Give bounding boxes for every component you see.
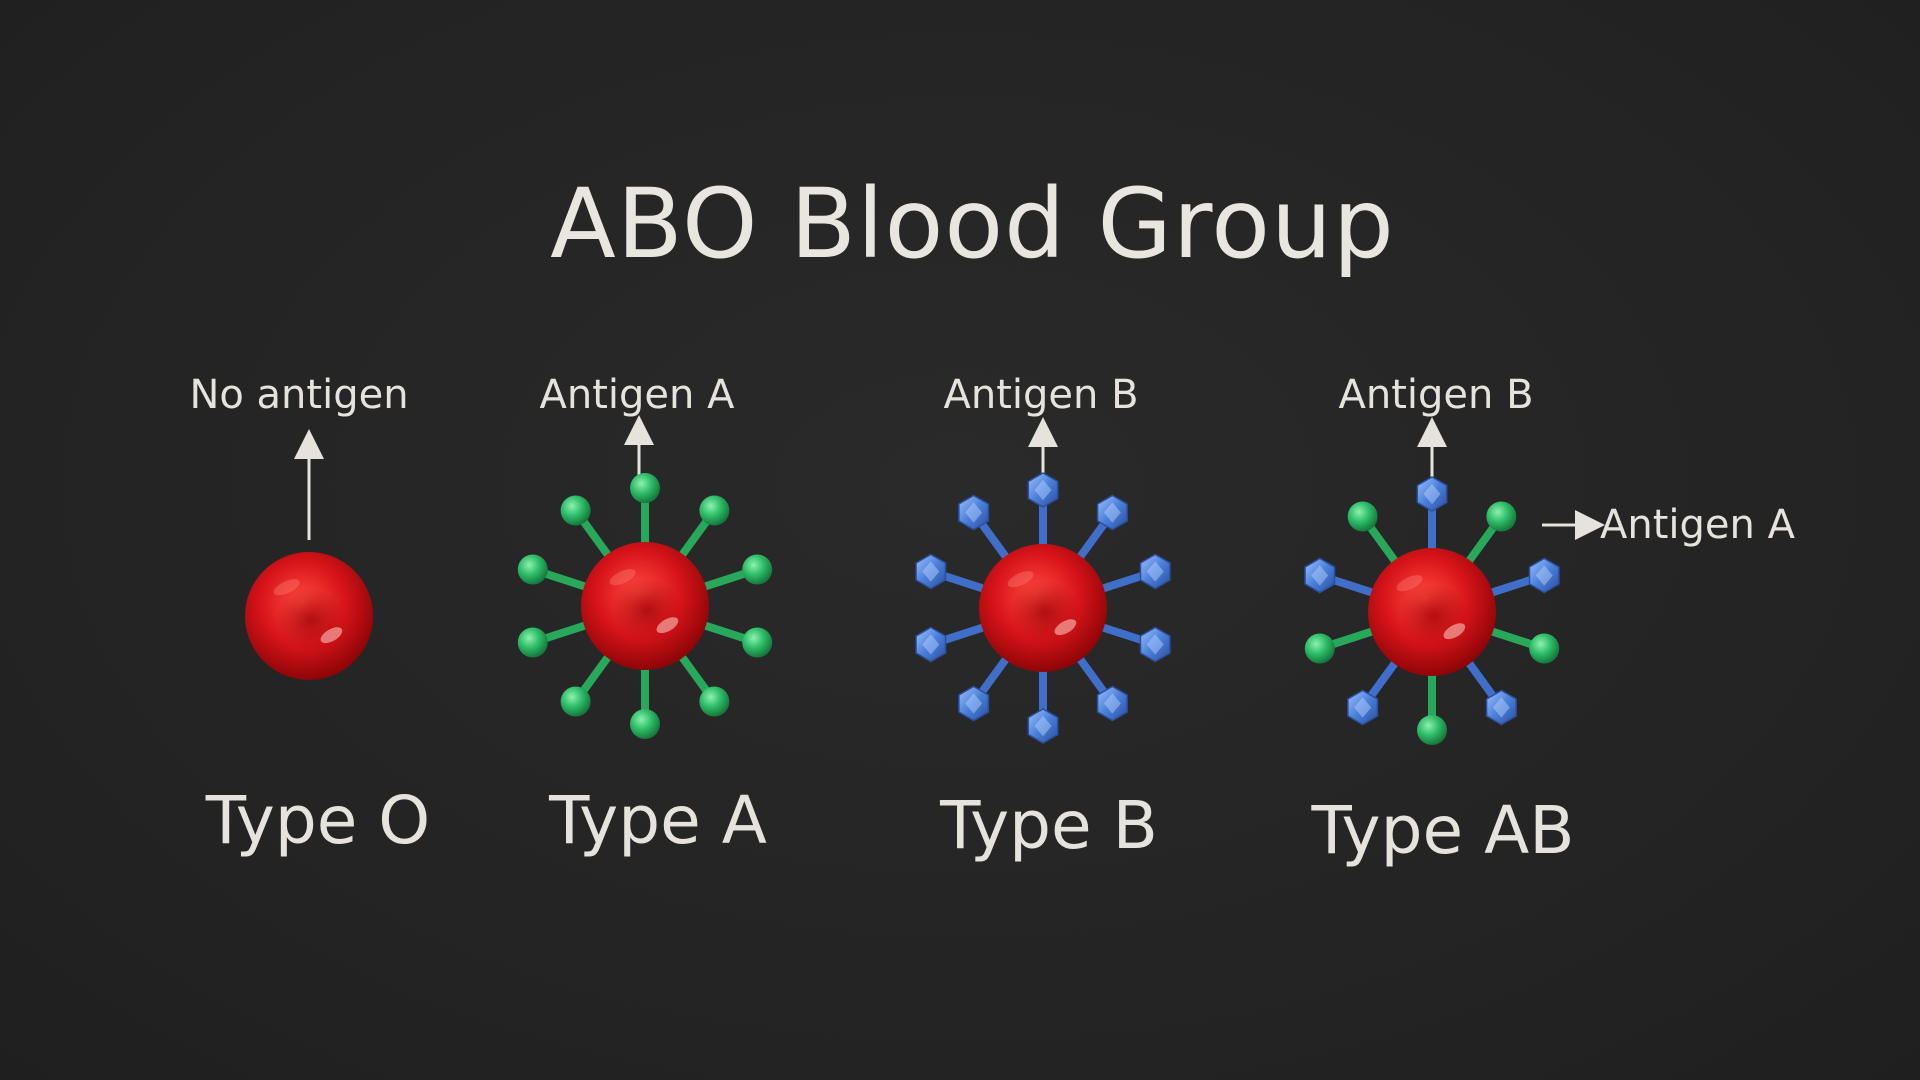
antigen-a-icon bbox=[1529, 633, 1560, 664]
top-label-type-b: Antigen B bbox=[943, 372, 1139, 418]
antigen-a-icon bbox=[699, 686, 730, 717]
antigen-a-icon bbox=[1304, 633, 1335, 664]
antigen-b-icon bbox=[1304, 557, 1336, 594]
antigen-b-icon bbox=[1139, 626, 1171, 663]
antigen-b-icon bbox=[915, 626, 947, 663]
antigen-b-icon bbox=[1416, 476, 1448, 512]
antigen-a-icon bbox=[1486, 501, 1517, 532]
antigen-a-icon bbox=[560, 495, 591, 526]
top-label-type-a: Antigen A bbox=[539, 372, 735, 418]
antigen-b-icon bbox=[1139, 553, 1171, 590]
antigen-a-icon bbox=[1347, 501, 1378, 532]
antigen-a-icon bbox=[742, 627, 773, 658]
antigen-b-icon bbox=[1027, 472, 1059, 508]
antigen-b-icon bbox=[958, 685, 990, 722]
antigen-a-icon bbox=[1417, 715, 1447, 745]
top-label-type-o: No antigen bbox=[189, 372, 409, 418]
antigen-b-icon bbox=[1096, 685, 1128, 722]
antigen-a-icon bbox=[699, 495, 730, 526]
side-label-type-ab: Antigen A bbox=[1600, 502, 1795, 548]
top-label-type-ab: Antigen B bbox=[1338, 372, 1534, 418]
antigen-b-icon bbox=[1528, 557, 1560, 594]
antigen-a-icon bbox=[630, 709, 660, 739]
cell-type-ab bbox=[1304, 476, 1560, 745]
diagram-title: ABO Blood Group bbox=[550, 168, 1395, 280]
type-label-b: Type B bbox=[940, 787, 1158, 864]
cell-type-b bbox=[915, 472, 1171, 744]
antigen-a-icon bbox=[630, 473, 660, 503]
antigen-a-icon bbox=[560, 686, 591, 717]
antigen-a-icon bbox=[517, 554, 548, 585]
type-label-o: Type O bbox=[205, 782, 431, 859]
type-label-ab: Type AB bbox=[1311, 792, 1575, 869]
type-label-a: Type A bbox=[549, 782, 767, 859]
antigen-b-icon bbox=[958, 494, 990, 531]
cell-type-a bbox=[517, 473, 773, 739]
antigen-b-icon bbox=[1347, 689, 1379, 726]
antigen-a-icon bbox=[517, 627, 548, 658]
arrows-layer bbox=[294, 415, 1605, 540]
cell-type-o bbox=[245, 552, 373, 680]
antigen-b-icon bbox=[1096, 494, 1128, 531]
antigen-b-icon bbox=[1027, 708, 1059, 744]
antigen-b-icon bbox=[915, 553, 947, 590]
antigen-a-icon bbox=[742, 554, 773, 585]
cells-layer bbox=[245, 472, 1560, 745]
antigen-b-icon bbox=[1485, 689, 1517, 726]
